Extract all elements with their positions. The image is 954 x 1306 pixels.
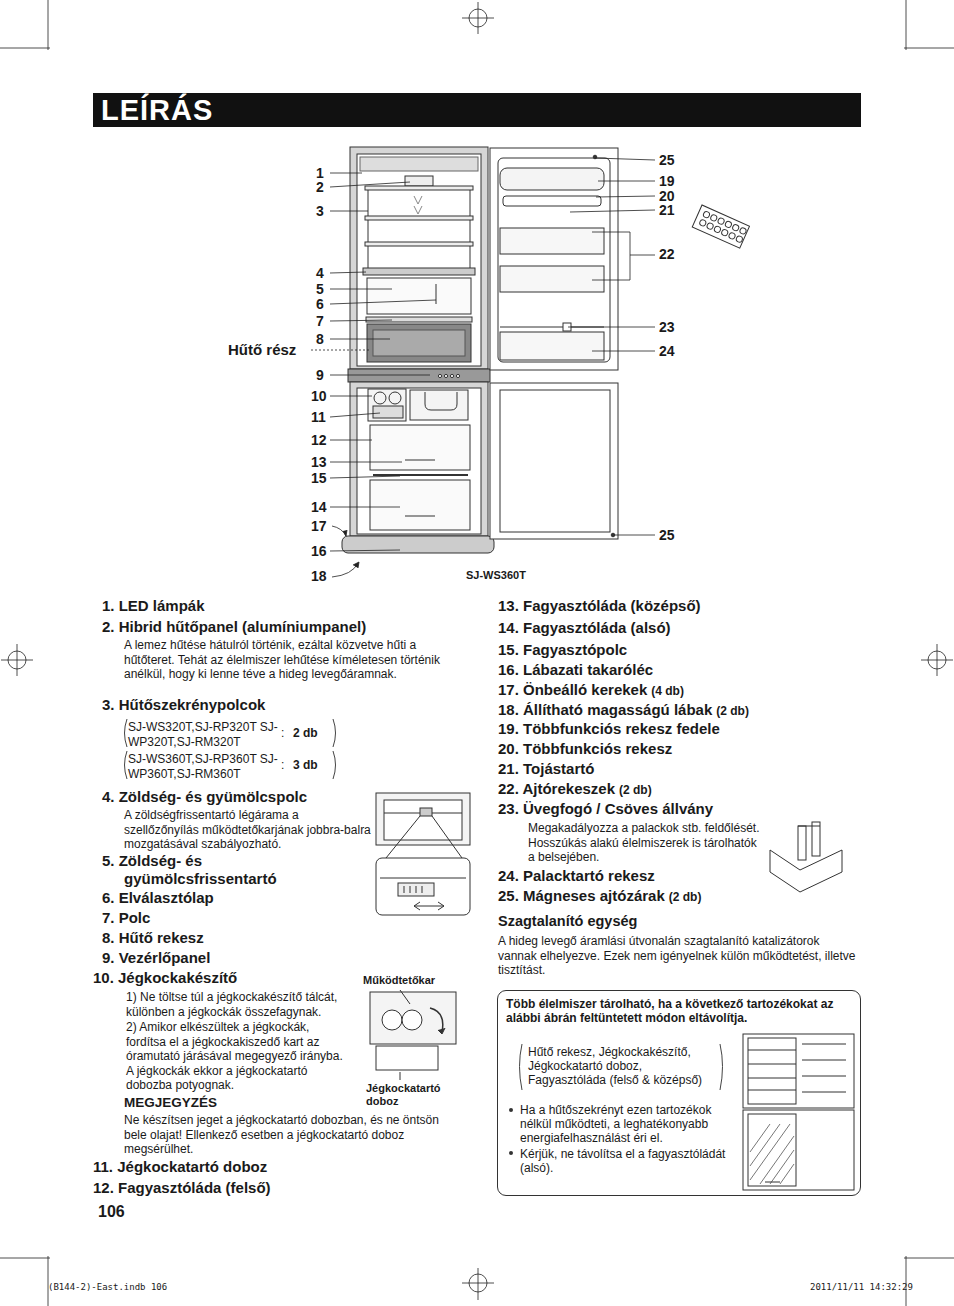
callout-number: 18 xyxy=(311,568,327,585)
callout-number: 15 xyxy=(311,470,327,487)
quantity: (2 db) xyxy=(619,783,652,797)
callout-number: 14 xyxy=(311,499,327,516)
callout-number: 22 xyxy=(659,246,675,263)
model-list: SJ-WS360T,SJ-RP360T SJ-WP360T,SJ-RM360T xyxy=(128,752,278,781)
box-heading: Több élelmiszer tárolható, ha a következ… xyxy=(506,997,836,1025)
list-item: 12. Fagyasztóláda (felső) xyxy=(93,1179,271,1197)
list-item: 11. Jégkockatartó doboz xyxy=(93,1158,267,1176)
title-bar: LEÍRÁS xyxy=(93,93,861,127)
model-list: SJ-WS320T,SJ-RP320T SJ-WP320T,SJ-RM320T xyxy=(128,720,278,749)
list-item: 23. Üvegfogó / Csöves állvány xyxy=(498,800,713,818)
list-item: 21. Tojástartó xyxy=(498,760,594,778)
part-label: Jégkockatartó doboz xyxy=(366,1082,456,1108)
callout-number: 25 xyxy=(659,527,675,544)
list-item: 7. Polc xyxy=(102,909,150,927)
print-footer: 2011/11/11 14:32:29 xyxy=(810,1282,913,1293)
description: 2) Amikor elkészültek a jégkockák, fordí… xyxy=(126,1020,352,1093)
callout-number: 11 xyxy=(311,409,326,426)
separator: : xyxy=(281,726,284,740)
list-item: 13. Fagyasztóláda (középső) xyxy=(498,597,701,615)
quantity: (2 db) xyxy=(669,890,702,904)
description: Ne készítsen jeget a jégkockatartó doboz… xyxy=(124,1113,459,1157)
callout-number: 25 xyxy=(659,152,675,169)
callout-number: 5 xyxy=(316,281,324,298)
callout-number: 21 xyxy=(659,202,675,219)
callout-number: 3 xyxy=(316,203,324,220)
quantity: (2 db) xyxy=(716,704,749,718)
callout-number: 6 xyxy=(316,296,324,313)
callout-number: 24 xyxy=(659,343,675,360)
description: 1) Ne töltse túl a jégkockakészítő tálcá… xyxy=(126,990,366,1019)
description: Megakadályozza a palackok stb. feldőlésé… xyxy=(528,821,766,865)
page-number: 106 xyxy=(98,1202,125,1221)
list-item: 20. Többfunkciós rekesz xyxy=(498,740,672,758)
callout-number: 12 xyxy=(311,432,327,449)
page-title: LEÍRÁS xyxy=(93,93,861,127)
note-heading: MEGJEGYZÉS xyxy=(124,1095,217,1111)
box-text: Hűtő rekesz, Jégkockakészítő, Jégkockata… xyxy=(528,1045,718,1087)
list-item: 15. Fagyasztópolc xyxy=(498,641,627,659)
list-item: 19. Többfunkciós rekesz fedele xyxy=(498,720,720,738)
info-box: Több élelmiszer tárolható, ha a következ… xyxy=(497,990,861,1196)
list-item: 2. Hibrid hűtőpanel (alumíniumpanel) xyxy=(102,618,366,636)
list-item: 4. Zöldség- és gyümölcspolc xyxy=(102,788,307,806)
list-item: 3. Hűtőszekrénypolcok xyxy=(102,696,265,714)
callout-number: 19 xyxy=(659,173,675,190)
list-item: 9. Vezérlőpanel xyxy=(102,949,210,967)
model-name: SJ-WS360T xyxy=(466,569,526,582)
list-item: 17. Önbeálló kerekek xyxy=(498,681,647,699)
list-item: 22. Ajtórekeszek xyxy=(498,780,615,798)
callout-number: 10 xyxy=(311,388,327,405)
list-item: 10. Jégkockakészítő xyxy=(93,969,237,987)
quantity: 2 db xyxy=(293,726,318,740)
list-item: 1. LED lámpák xyxy=(102,597,205,615)
list-item: 14. Fagyasztóláda (alsó) xyxy=(498,619,671,637)
description: A lemez hűtése hátulról történik, ezálta… xyxy=(124,638,464,682)
list-item: 18. Állítható magasságú lábak xyxy=(498,701,712,719)
list-item: 24. Palacktartó rekesz xyxy=(498,867,655,885)
box-text: Ha a hűtőszekrényt ezen tartozékok nélkü… xyxy=(520,1103,732,1145)
callout-number: 9 xyxy=(316,367,324,384)
callout-number: 4 xyxy=(316,265,324,282)
part-label: Működtetőkar xyxy=(363,974,435,987)
separator: : xyxy=(281,758,284,772)
list-item: 16. Lábazati takaróléc xyxy=(498,661,653,679)
section-label: Hűtő rész xyxy=(228,341,296,359)
section-heading: Szagtalanító egység xyxy=(498,913,637,930)
print-footer: (B144-2)-East.indb 106 xyxy=(48,1282,167,1293)
description: A zöldségfrissentartó légárama a szellőz… xyxy=(124,808,372,852)
callout-number: 13 xyxy=(311,454,327,471)
callout-number: 16 xyxy=(311,543,327,560)
callout-number: 7 xyxy=(316,313,324,330)
list-item: 5. Zöldség- és gyümölcsfrissentartó xyxy=(102,852,334,888)
callout-number: 17 xyxy=(311,518,327,535)
callout-number: 8 xyxy=(316,331,324,348)
list-item: 6. Elválasztólap xyxy=(102,889,214,907)
quantity: (4 db) xyxy=(651,684,684,698)
callout-number: 2 xyxy=(316,179,324,196)
description: A hideg levegő áramlási útvonalán szagta… xyxy=(498,934,860,978)
list-item: 25. Mágneses ajtózárak xyxy=(498,887,665,905)
box-text: Kérjük, ne távolítsa el a fagyasztóládát… xyxy=(520,1147,732,1175)
callout-number: 23 xyxy=(659,319,675,336)
list-item: 8. Hűtő rekesz xyxy=(102,929,204,947)
quantity: 3 db xyxy=(293,758,318,772)
